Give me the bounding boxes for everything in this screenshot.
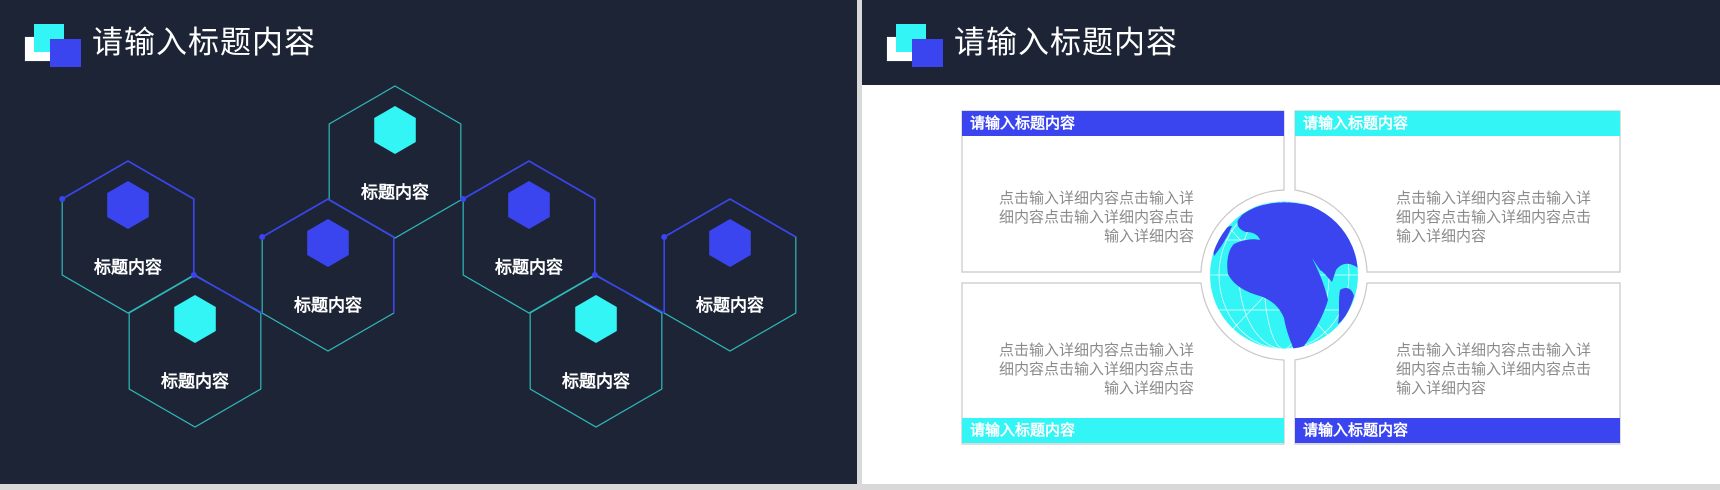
- hexagon-label[interactable]: 标题内容: [161, 371, 229, 392]
- connector-dot: [259, 234, 266, 240]
- body-line: 输入详细内容: [1103, 379, 1194, 397]
- slide-title[interactable]: 请输入标题内容: [954, 25, 1178, 61]
- connector-dot: [59, 196, 66, 202]
- highlight-connector: [261, 198, 395, 313]
- body-line: 点击输入详细内容点击输入详: [1396, 189, 1592, 207]
- hexagon-label[interactable]: 标题内容: [562, 371, 630, 392]
- body-line: 细内容点击输入详细内容点击: [1396, 208, 1592, 226]
- panel-body-bottom-left[interactable]: 点击输入详细内容点击输入详 细内容点击输入详细内容点击 输入详细内容: [984, 341, 1194, 398]
- panel-border-bottom-right: [1294, 282, 1621, 445]
- panel-body-bottom-right[interactable]: 点击输入详细内容点击输入详 细内容点击输入详细内容点击 输入详细内容: [1396, 341, 1606, 398]
- body-line: 输入详细内容: [1396, 379, 1487, 397]
- body-line: 点击输入详细内容点击输入详: [998, 341, 1194, 359]
- panel-border-bottom-left: [961, 282, 1285, 445]
- panel-heading-bottom-right[interactable]: 请输入标题内容: [1295, 418, 1620, 443]
- highlight-connector: [663, 198, 797, 313]
- panel-border-top-left: [961, 110, 1285, 273]
- slide-globe-layout[interactable]: 请输入标题内容: [862, 0, 1720, 484]
- panel-border-top-right: [1294, 110, 1621, 273]
- slide-header: [862, 0, 1720, 85]
- highlight-connector: [462, 160, 596, 275]
- hexagon-outline: [328, 85, 462, 239]
- hexagon-label[interactable]: 标题内容: [94, 257, 162, 278]
- highlight-connector: [61, 160, 195, 275]
- highlight-connector: [193, 274, 263, 314]
- hexagon-cyan-icon: [174, 295, 216, 343]
- slide-hexagon-layout[interactable]: 请输入标题内容 标题内容标题内容标题内容标题内容标题内容标题内容标题内容: [0, 0, 857, 484]
- hexagon-outline: [529, 274, 663, 428]
- body-line: 细内容点击输入详细内容点击: [998, 360, 1194, 378]
- hexagon-label[interactable]: 标题内容: [696, 295, 764, 316]
- panel-heading-top-right[interactable]: 请输入标题内容: [1295, 111, 1620, 136]
- body-line: 点击输入详细内容点击输入详: [1396, 341, 1592, 359]
- panels-frame: [961, 110, 1621, 445]
- slide-title[interactable]: 请输入标题内容: [92, 25, 316, 61]
- body-line: 点击输入详细内容点击输入详: [998, 189, 1194, 207]
- connector-dot: [460, 196, 467, 202]
- stacked-squares-logo-icon: [24, 24, 82, 68]
- panel-heading-bottom-left[interactable]: 请输入标题内容: [962, 418, 1284, 443]
- stacked-squares-logo-icon: [886, 24, 944, 68]
- hexagon-blue-icon: [307, 219, 349, 267]
- hexagon-label[interactable]: 标题内容: [495, 257, 563, 278]
- highlight-connector: [594, 274, 665, 314]
- panel-body-top-right[interactable]: 点击输入详细内容点击输入详 细内容点击输入详细内容点击 输入详细内容: [1396, 189, 1606, 246]
- body-line: 输入详细内容: [1103, 227, 1194, 245]
- hexagon-label[interactable]: 标题内容: [294, 295, 362, 316]
- body-line: 细内容点击输入详细内容点击: [1396, 360, 1592, 378]
- panel-heading-top-left[interactable]: 请输入标题内容: [962, 111, 1284, 136]
- hexagon-blue-icon: [709, 219, 751, 267]
- connector-dot: [661, 234, 668, 240]
- hexagon-blue-icon: [107, 181, 149, 229]
- connector-dot: [591, 272, 598, 278]
- connector-dot: [190, 272, 197, 278]
- globe-icon: [1210, 201, 1358, 349]
- panel-body-top-left[interactable]: 点击输入详细内容点击输入详 细内容点击输入详细内容点击 输入详细内容: [984, 189, 1194, 246]
- hexagon-label[interactable]: 标题内容: [361, 182, 429, 203]
- body-line: 细内容点击输入详细内容点击: [998, 208, 1194, 226]
- hexagon-blue-icon: [508, 181, 550, 229]
- hexagon-cyan-icon: [374, 106, 416, 154]
- hexagon-cyan-icon: [575, 295, 617, 343]
- body-line: 输入详细内容: [1396, 227, 1487, 245]
